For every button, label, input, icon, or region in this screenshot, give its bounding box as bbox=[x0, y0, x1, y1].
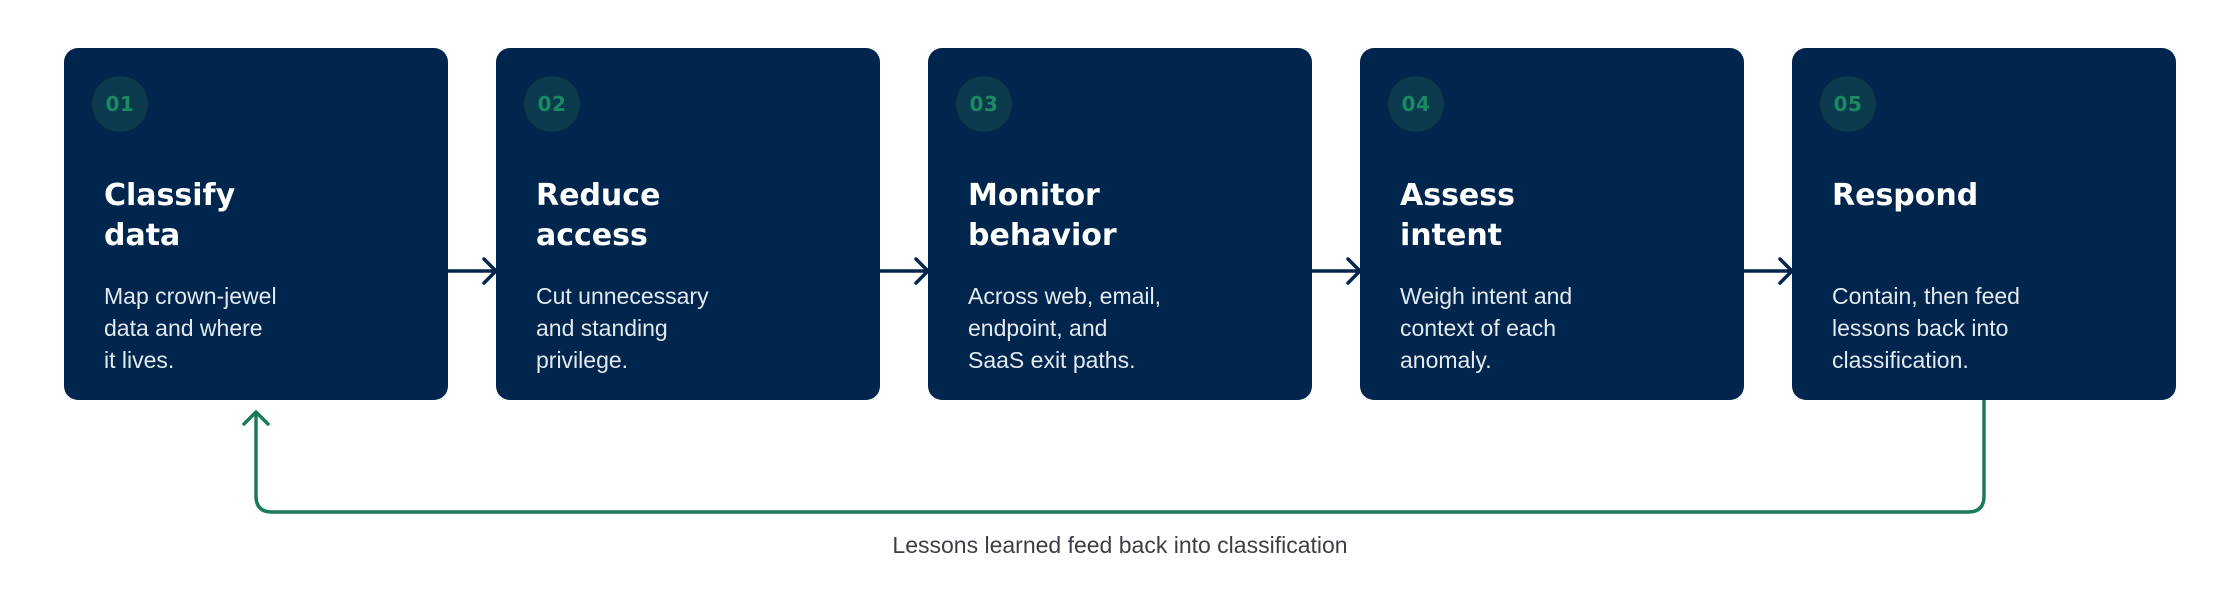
step-arrow-1-2 bbox=[446, 257, 498, 285]
step-description: Weigh intent and context of each anomaly… bbox=[1400, 283, 1573, 373]
step-number-badge: 04 bbox=[1388, 76, 1444, 132]
step-arrow-4-5 bbox=[1742, 257, 1794, 285]
step-card-assess-intent: 04 Assess intent Weigh intent and contex… bbox=[1360, 48, 1744, 400]
step-title: Respond bbox=[1832, 178, 1979, 213]
step-number-badge: 01 bbox=[92, 76, 148, 132]
step-description: Contain, then feed lessons back into cla… bbox=[1832, 283, 2020, 373]
step-description: Cut unnecessary and standing privilege. bbox=[536, 283, 709, 373]
step-number-badge: 02 bbox=[524, 76, 580, 132]
step-number-badge: 03 bbox=[956, 76, 1012, 132]
step-number-badge: 05 bbox=[1820, 76, 1876, 132]
step-card-reduce-access: 02 Reduce access Cut unnecessary and sta… bbox=[496, 48, 880, 400]
feedback-loop-label: Lessons learned feed back into classific… bbox=[892, 532, 1348, 558]
step-description: Map crown-jewel data and where it lives. bbox=[104, 283, 277, 373]
step-description: Across web, email, endpoint, and SaaS ex… bbox=[968, 283, 1162, 373]
feedback-loop-arrow bbox=[242, 398, 1986, 514]
step-card-classify-data: 01 Classify data Map crown-jewel data an… bbox=[64, 48, 448, 400]
step-title: Assess intent bbox=[1400, 178, 1515, 253]
step-title: Monitor behavior bbox=[968, 178, 1117, 253]
step-card-monitor-behavior: 03 Monitor behavior Across web, email, e… bbox=[928, 48, 1312, 400]
step-title: Reduce access bbox=[536, 178, 661, 253]
step-arrow-3-4 bbox=[1310, 257, 1362, 285]
step-arrow-2-3 bbox=[878, 257, 930, 285]
step-card-respond: 05 Respond Contain, then feed lessons ba… bbox=[1792, 48, 2176, 400]
step-title: Classify data bbox=[104, 178, 236, 253]
